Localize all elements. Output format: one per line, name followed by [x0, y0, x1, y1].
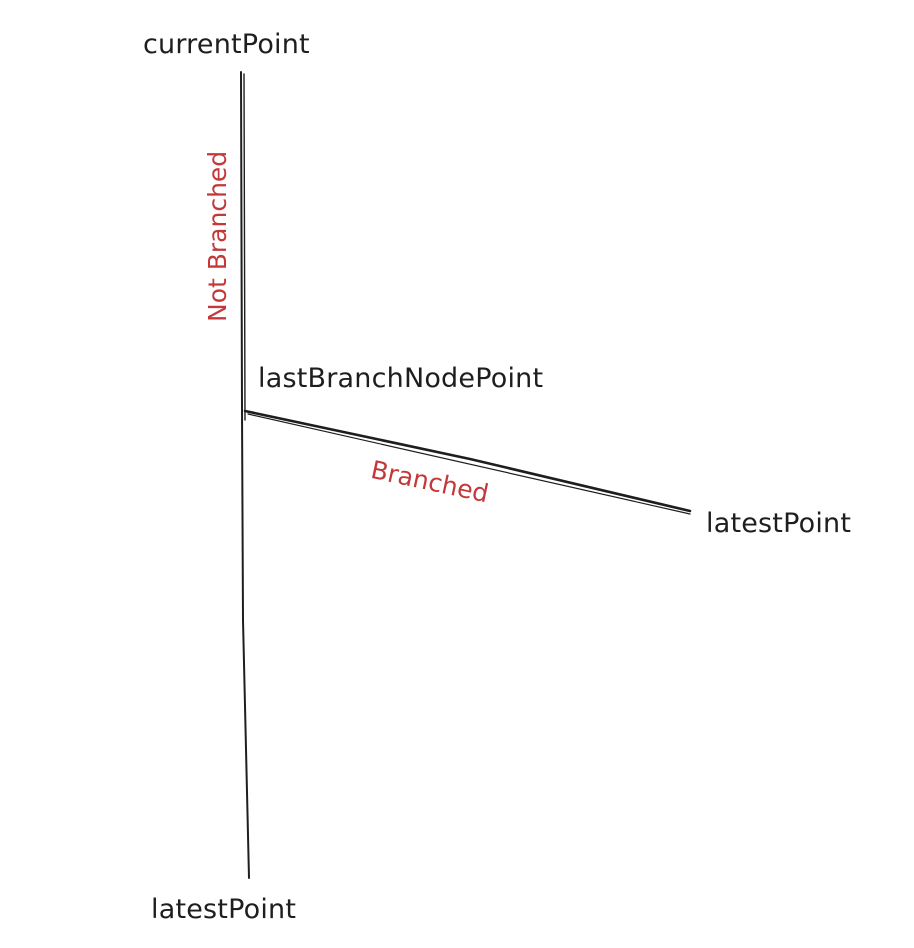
branch-line — [243, 409, 692, 513]
last-branch-node-point-label: lastBranchNodePoint — [258, 363, 544, 394]
not-branched-edge-label: Not Branched — [203, 150, 232, 322]
current-point-label: currentPoint — [143, 29, 310, 60]
branch-latest-point-label: latestPoint — [706, 508, 852, 539]
bottom-latest-point-label: latestPoint — [151, 894, 297, 925]
vertical-trunk-sketch-stroke — [243, 73, 246, 421]
branch-line-sketch-stroke — [247, 413, 691, 515]
vertical-trunk-line — [240, 71, 250, 879]
